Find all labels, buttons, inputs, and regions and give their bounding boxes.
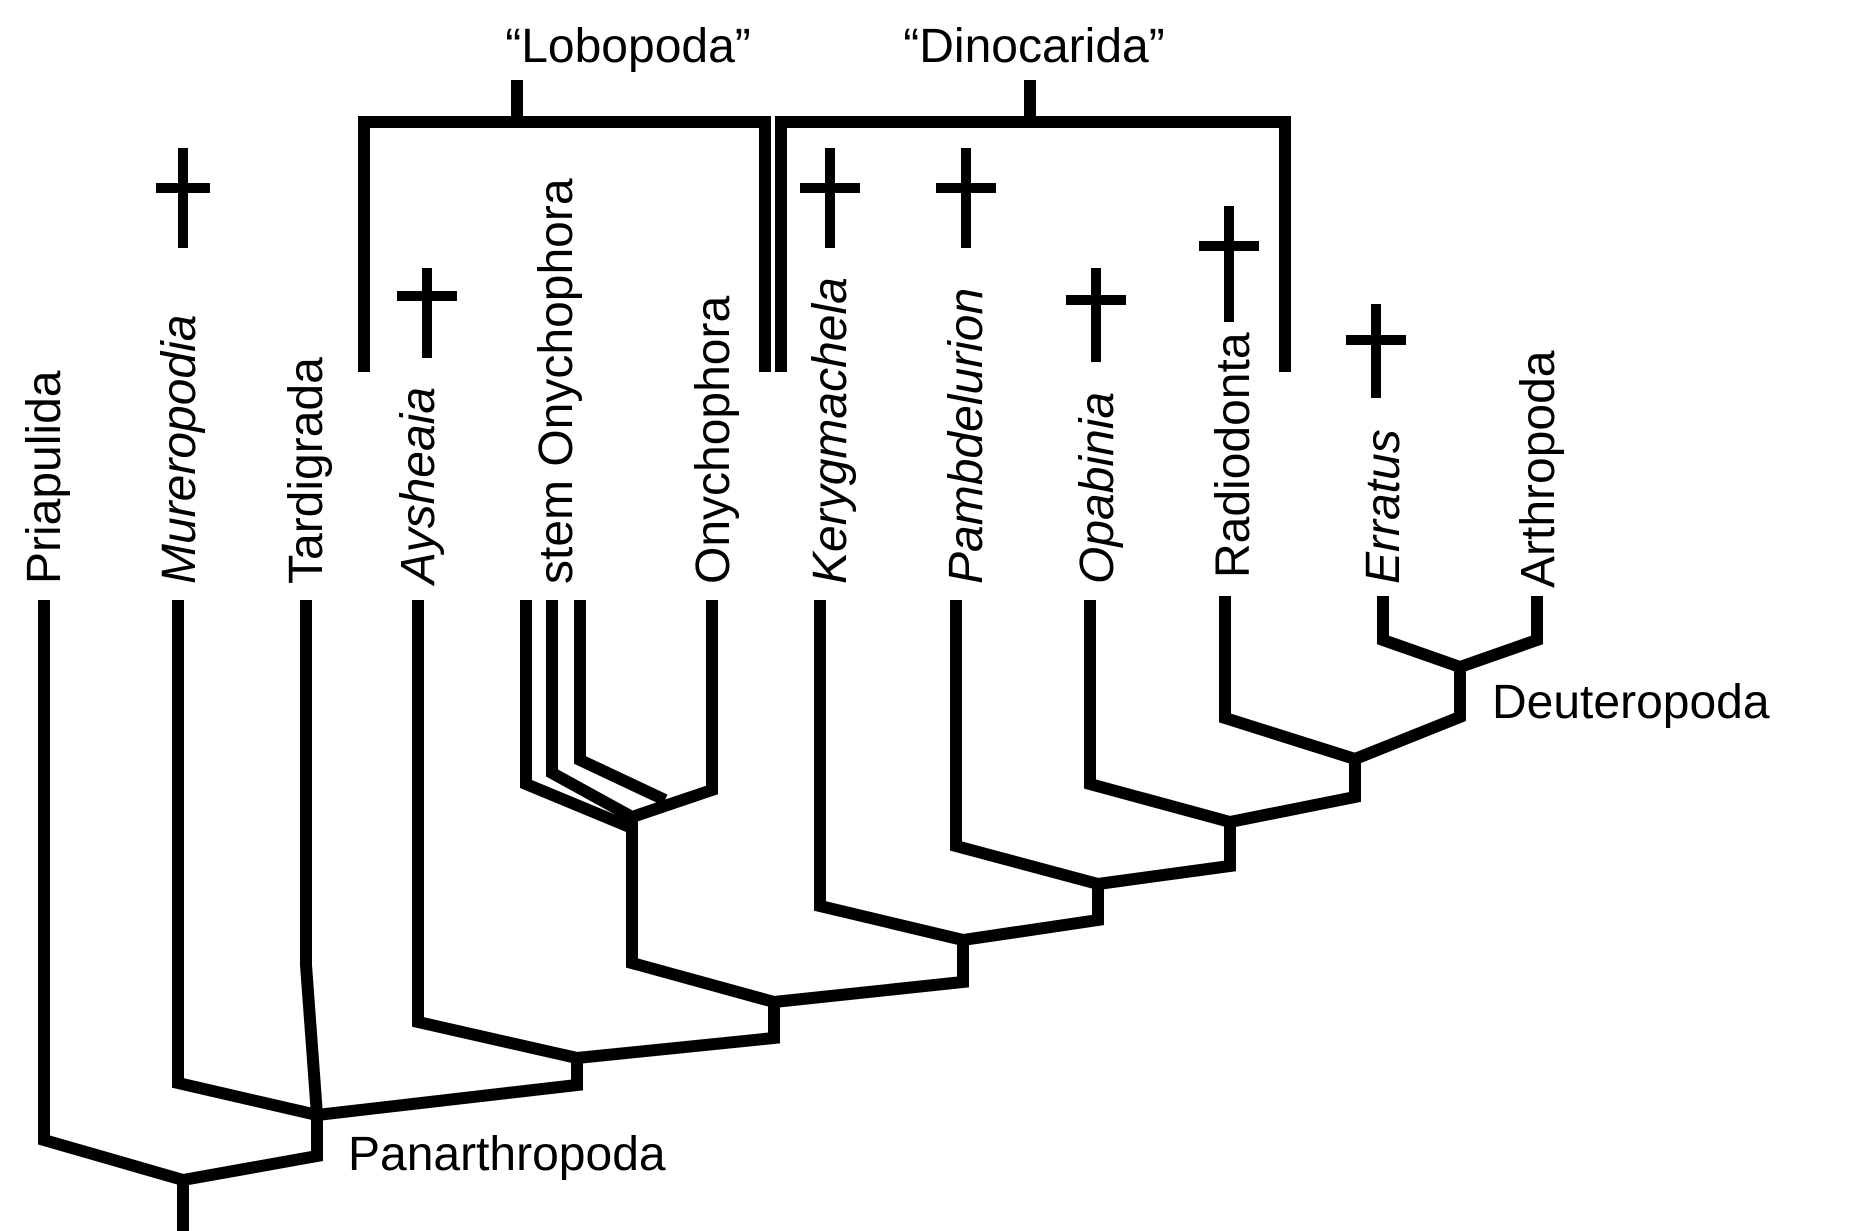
pambdelurion-branch — [950, 600, 1100, 890]
taxon-label-pambdelurion: Pambdelurion — [940, 288, 993, 584]
lobopoda-bracket — [358, 116, 771, 372]
priapulida-branch — [38, 600, 185, 1186]
internal-branch-4 — [962, 884, 1104, 946]
stem-onychophora-branch-3 — [574, 600, 668, 806]
internal-branch-5 — [1097, 822, 1236, 890]
mureropodia-branch — [172, 600, 319, 1121]
group-label-lobopoda: “Lobopoda” — [505, 20, 751, 73]
taxon-label-erratus: Erratus — [1357, 429, 1410, 584]
taxon-label-stem-onychophora: stem Onychophora — [530, 178, 583, 584]
tree-branches — [38, 596, 1543, 1231]
taxon-label-tardigrada: Tardigrada — [280, 357, 333, 584]
dagger-icon — [1346, 304, 1406, 398]
internal-branch-2 — [576, 1002, 780, 1064]
taxon-label-onychophora: Onychophora — [687, 296, 740, 584]
internal-branch-3 — [773, 940, 969, 1008]
taxon-label-opabinia: Opabinia — [1071, 392, 1124, 584]
onychophora-branch — [630, 600, 718, 823]
taxon-label-aysheaia: Aysheaia — [392, 387, 445, 587]
taxon-label-radiodonta: Radiodonta — [1207, 332, 1260, 578]
taxon-label-arthropoda: Arthropoda — [1512, 350, 1565, 588]
deuteropoda-branch — [1352, 667, 1466, 765]
dagger-icon — [1199, 206, 1259, 322]
radiodonta-branch — [1219, 596, 1357, 765]
taxon-labels: Priapulida Mureropodia Tardigrada Ayshea… — [18, 178, 1565, 588]
dagger-icon — [397, 268, 457, 358]
kerygmachela-branch — [814, 600, 965, 946]
group-brackets — [358, 80, 1291, 372]
panarthropoda-internal-branch — [316, 1058, 583, 1121]
node-label-panarthropoda: Panarthropoda — [348, 1128, 666, 1181]
panarthropoda-stem — [181, 1115, 323, 1186]
dagger-icon — [936, 148, 996, 248]
dagger-icon — [1066, 268, 1126, 362]
stem-onychophora-branch-2 — [546, 600, 635, 823]
opabinia-branch — [1084, 600, 1232, 828]
erratus-branch — [1377, 596, 1462, 673]
taxon-label-mureropodia: Mureropodia — [153, 315, 206, 584]
tardigrada-branch — [300, 600, 323, 1116]
taxon-label-priapulida: Priapulida — [18, 370, 71, 584]
arthropoda-branch — [1458, 596, 1543, 673]
extinct-markers — [156, 148, 1406, 398]
aysheaia-branch — [412, 600, 579, 1064]
stem-onychophora-branch-1 — [520, 600, 635, 834]
node-label-deuteropoda: Deuteropoda — [1492, 676, 1770, 729]
dagger-icon — [800, 148, 860, 248]
group-label-dinocarida: “Dinocarida” — [903, 20, 1164, 73]
taxon-label-kerygmachela: Kerygmachela — [804, 277, 857, 584]
internal-branch-6 — [1228, 759, 1361, 828]
dagger-icon — [156, 148, 210, 248]
onychophora-clade-stem — [626, 817, 776, 1008]
